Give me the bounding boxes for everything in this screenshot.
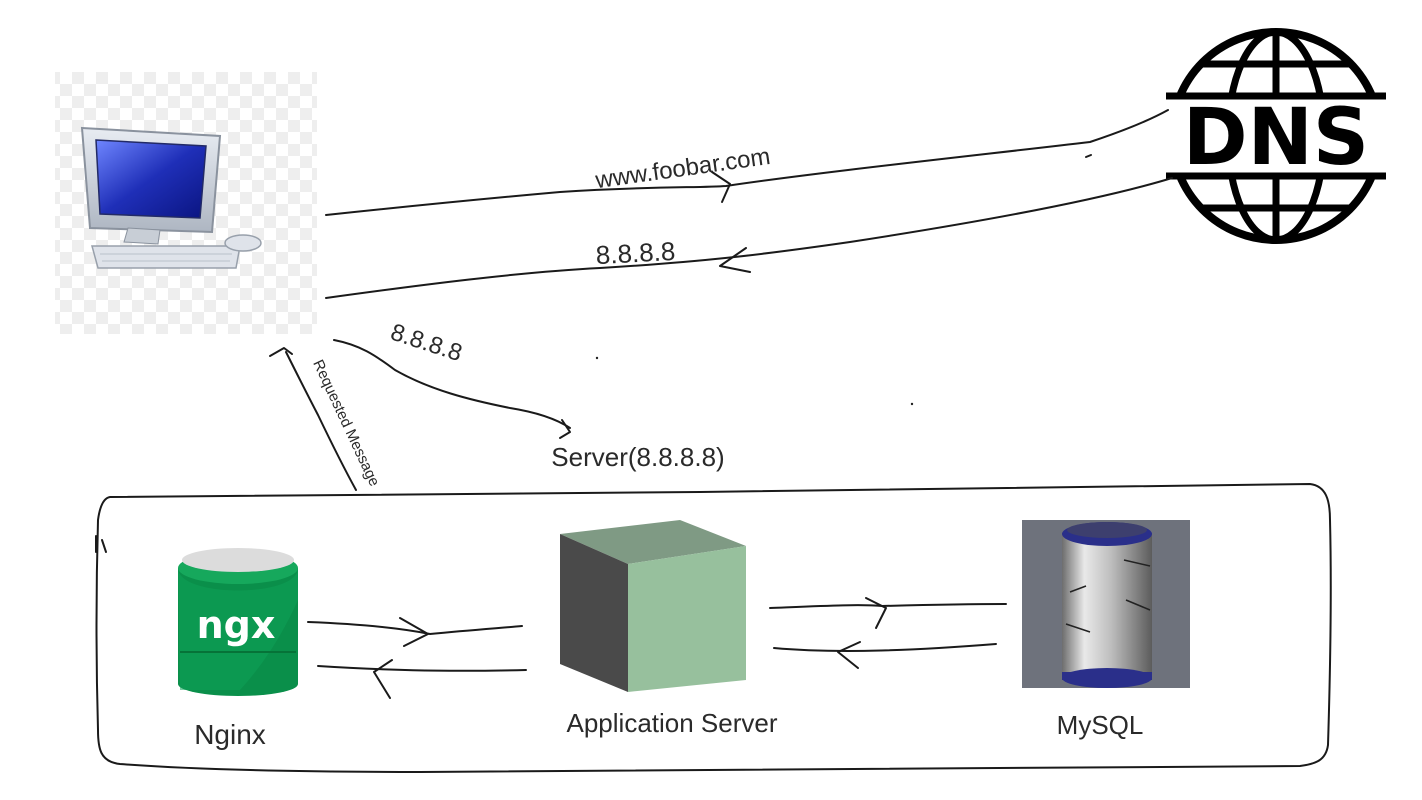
app-server-node: Application Server bbox=[560, 520, 778, 738]
requested-message-label: Requested Message bbox=[309, 357, 383, 489]
nginx-label: Nginx bbox=[194, 719, 266, 750]
dns-reply-label: 8.8.8.8 bbox=[595, 236, 676, 270]
edge-to-server: 8.8.8.8 Server(8.8.8.8) bbox=[333, 319, 725, 472]
server-label: Server(8.8.8.8) bbox=[551, 442, 724, 472]
mysql-node: MySQL bbox=[1022, 520, 1190, 740]
nginx-node: ngx Nginx bbox=[178, 548, 298, 750]
dns-label: DNS bbox=[1183, 93, 1369, 183]
dns-node: DNS bbox=[1166, 28, 1386, 244]
mysql-label: MySQL bbox=[1057, 710, 1144, 740]
to-server-label: 8.8.8.8 bbox=[387, 319, 465, 367]
edge-app-mysql bbox=[769, 597, 1007, 669]
nginx-logo-icon: ngx bbox=[178, 548, 298, 696]
cube-icon bbox=[560, 520, 746, 692]
app-server-label: Application Server bbox=[567, 708, 778, 738]
database-cylinder-icon bbox=[1062, 522, 1152, 688]
monitor-icon bbox=[80, 126, 262, 269]
server-enclosure bbox=[95, 483, 1332, 773]
edge-requested-message: Requested Message bbox=[269, 347, 383, 491]
client-computer bbox=[55, 72, 317, 334]
edge-dns-reply: 8.8.8.8 bbox=[325, 177, 1173, 299]
edge-nginx-app bbox=[307, 617, 527, 699]
edge-request-domain: www.foobar.com bbox=[325, 109, 1169, 216]
globe-icon bbox=[1166, 28, 1386, 244]
nginx-logo-text: ngx bbox=[197, 603, 276, 647]
